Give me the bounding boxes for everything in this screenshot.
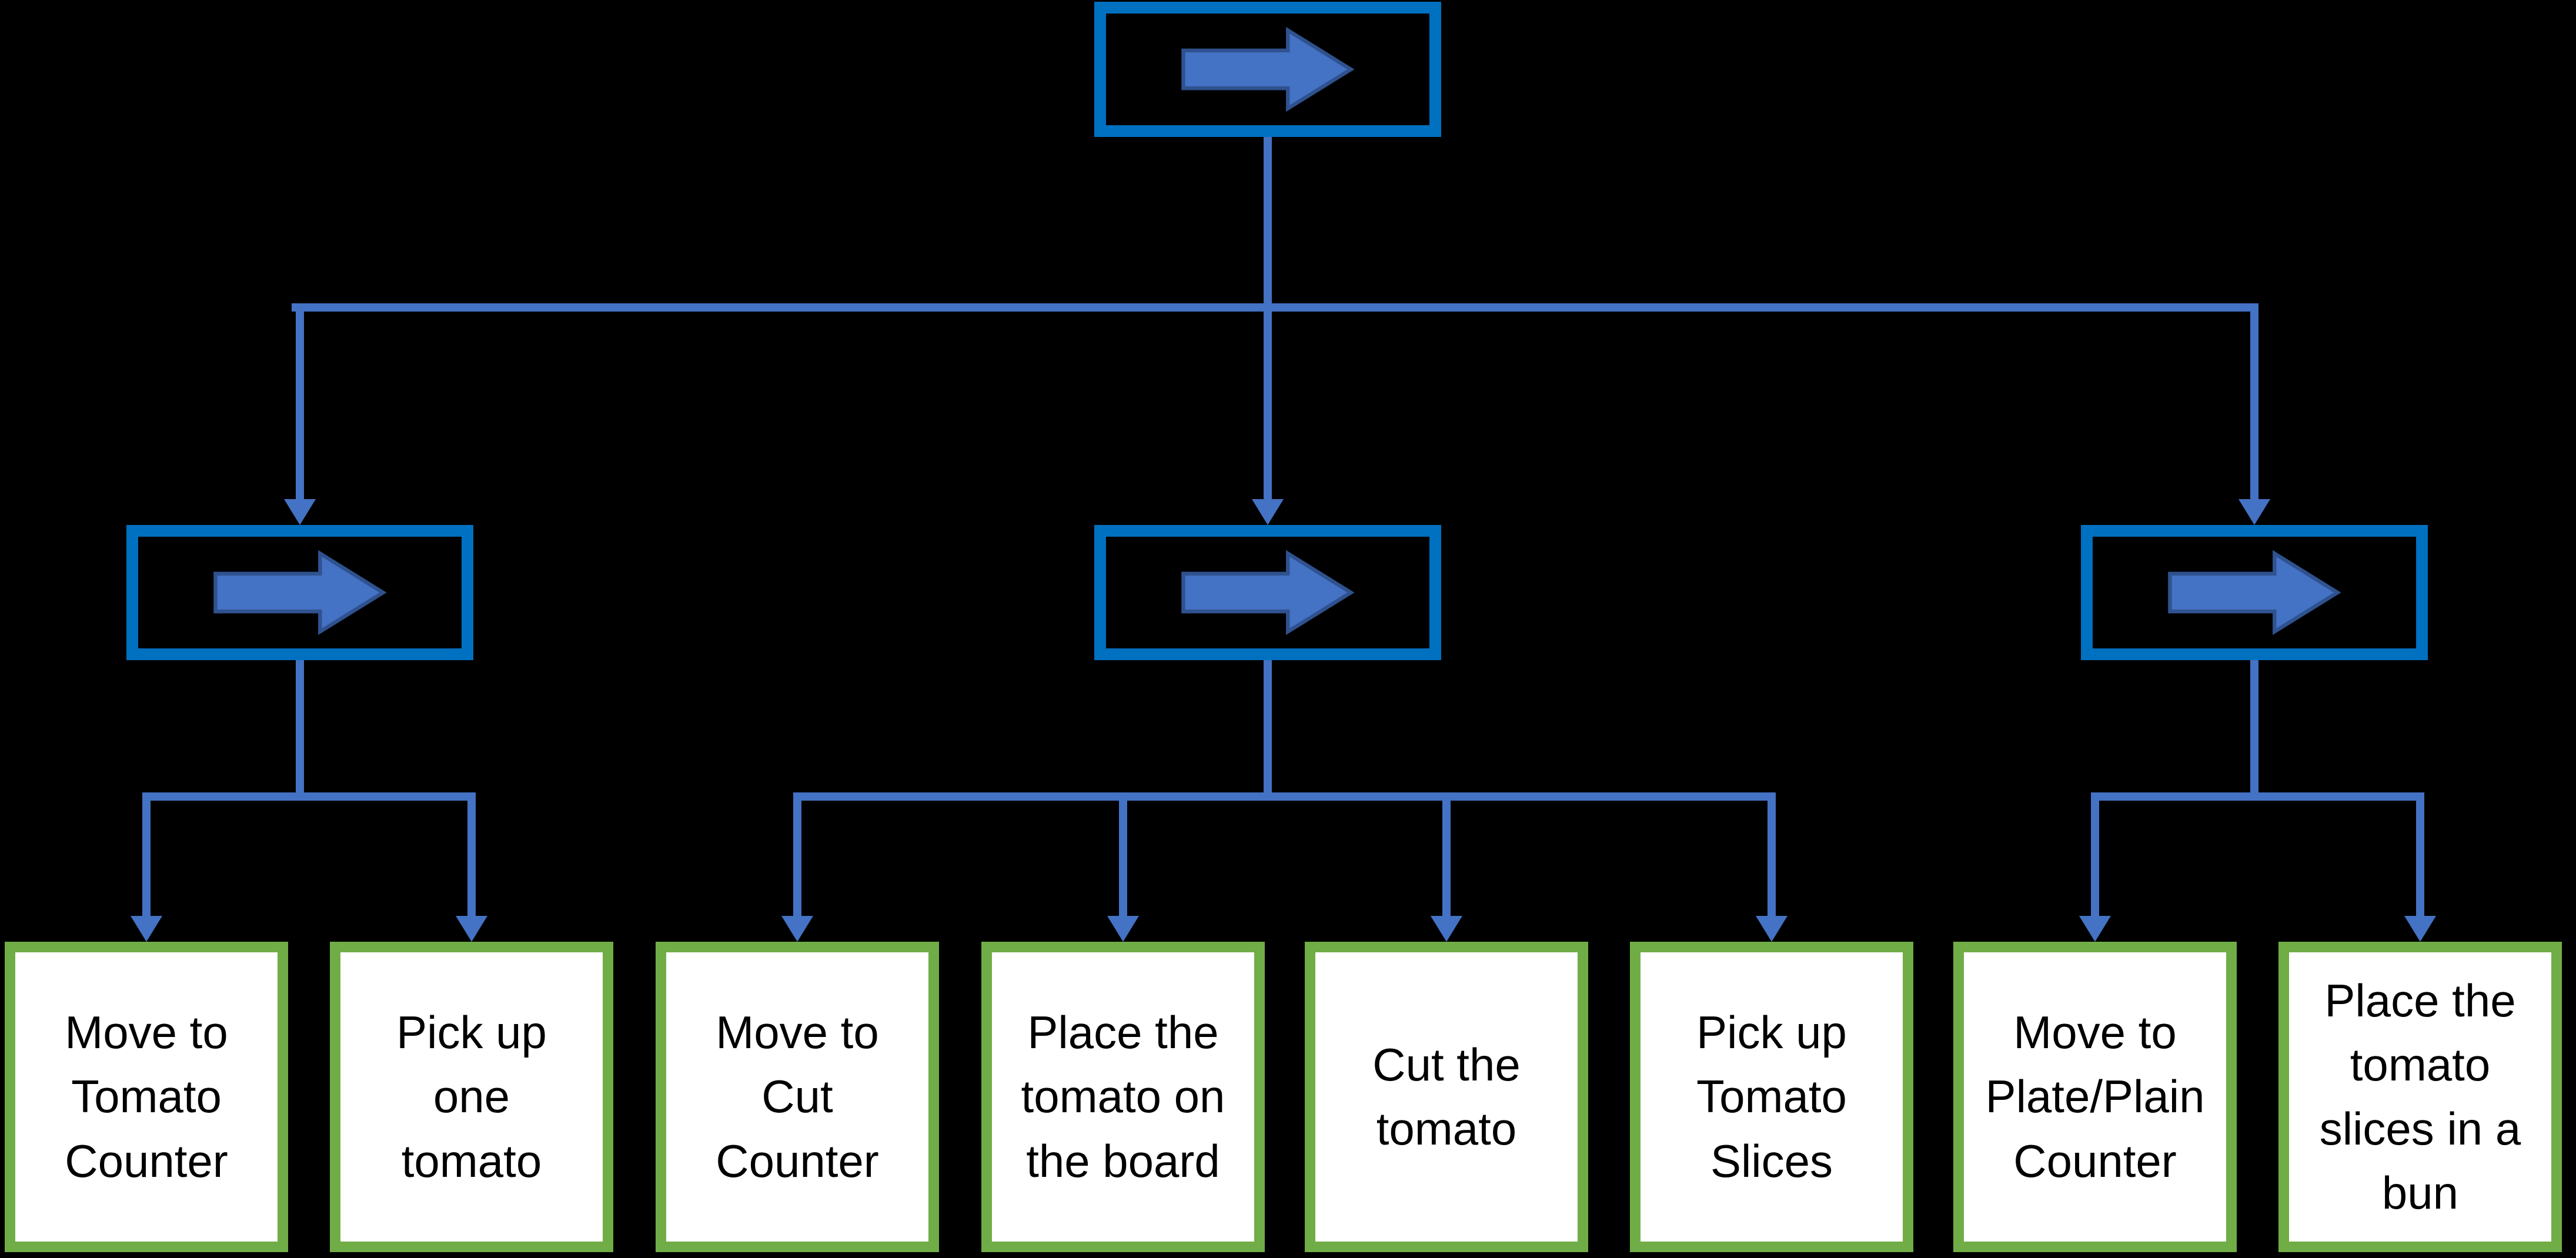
leaf-step-node-6[interactable]: Pick up Tomato Slices xyxy=(1630,942,1913,1252)
connector-arrowhead xyxy=(1252,499,1284,525)
connector-arrowhead xyxy=(1431,916,1462,942)
leaf-step-label: Cut the tomato xyxy=(1372,1038,1521,1155)
connector-line xyxy=(1264,660,1272,801)
connector-arrowhead xyxy=(131,916,162,942)
leaf-step-node-4[interactable]: Place the tomato on the board xyxy=(981,942,1265,1252)
right-arrow-shape-icon xyxy=(2137,548,2372,637)
connector-line xyxy=(142,792,476,801)
leaf-step-label: Move to Cut Counter xyxy=(716,1006,879,1187)
right-arrow-shape-icon xyxy=(1150,25,1385,113)
leaf-step-label: Move to Tomato Counter xyxy=(65,1006,228,1187)
leaf-step-node-7[interactable]: Move to Plate/Plain Counter xyxy=(1953,942,2237,1252)
connector-line xyxy=(793,792,1776,801)
subtask-node-1[interactable] xyxy=(126,525,473,660)
connector-line xyxy=(467,792,476,916)
connector-line xyxy=(2091,792,2424,801)
connector-arrowhead xyxy=(456,916,487,942)
connector-arrowhead xyxy=(781,916,813,942)
subtask-node-2[interactable] xyxy=(1094,525,1441,660)
connector-arrowhead xyxy=(1107,916,1139,942)
connector-line xyxy=(1442,792,1451,916)
leaf-step-node-5[interactable]: Cut the tomato xyxy=(1305,942,1588,1252)
leaf-step-node-8[interactable]: Place the tomato slices in a bun xyxy=(2278,942,2562,1252)
connector-arrowhead xyxy=(2238,499,2270,525)
leaf-step-node-2[interactable]: Pick up one tomato xyxy=(330,942,613,1252)
connector-arrowhead xyxy=(284,499,316,525)
connector-line xyxy=(1768,792,1776,916)
leaf-step-label: Place the tomato slices in a bun xyxy=(2319,974,2521,1219)
connector-line xyxy=(2250,303,2258,499)
connector-line xyxy=(292,303,2258,312)
connector-line xyxy=(296,660,304,801)
leaf-step-label: Move to Plate/Plain Counter xyxy=(1985,1006,2205,1187)
connector-line xyxy=(2091,792,2099,916)
leaf-step-label: Place the tomato on the board xyxy=(1021,1006,1225,1187)
connector-arrowhead xyxy=(1756,916,1788,942)
right-arrow-shape-icon xyxy=(182,548,417,637)
connector-line xyxy=(1119,792,1127,916)
connector-line xyxy=(2416,792,2424,916)
leaf-step-label: Pick up one tomato xyxy=(396,1006,547,1187)
connector-line xyxy=(2250,660,2258,801)
connector-line xyxy=(296,303,304,499)
connector-line xyxy=(793,792,801,916)
connector-arrowhead xyxy=(2079,916,2111,942)
leaf-step-label: Pick up Tomato Slices xyxy=(1696,1006,1847,1187)
right-arrow-shape-icon xyxy=(1150,548,1385,637)
connector-line xyxy=(142,792,151,916)
leaf-step-node-3[interactable]: Move to Cut Counter xyxy=(656,942,939,1252)
leaf-step-node-1[interactable]: Move to Tomato Counter xyxy=(5,942,288,1252)
root-task-node[interactable] xyxy=(1094,2,1441,137)
connector-arrowhead xyxy=(2404,916,2436,942)
connector-line xyxy=(1264,137,1272,499)
subtask-node-3[interactable] xyxy=(2081,525,2428,660)
